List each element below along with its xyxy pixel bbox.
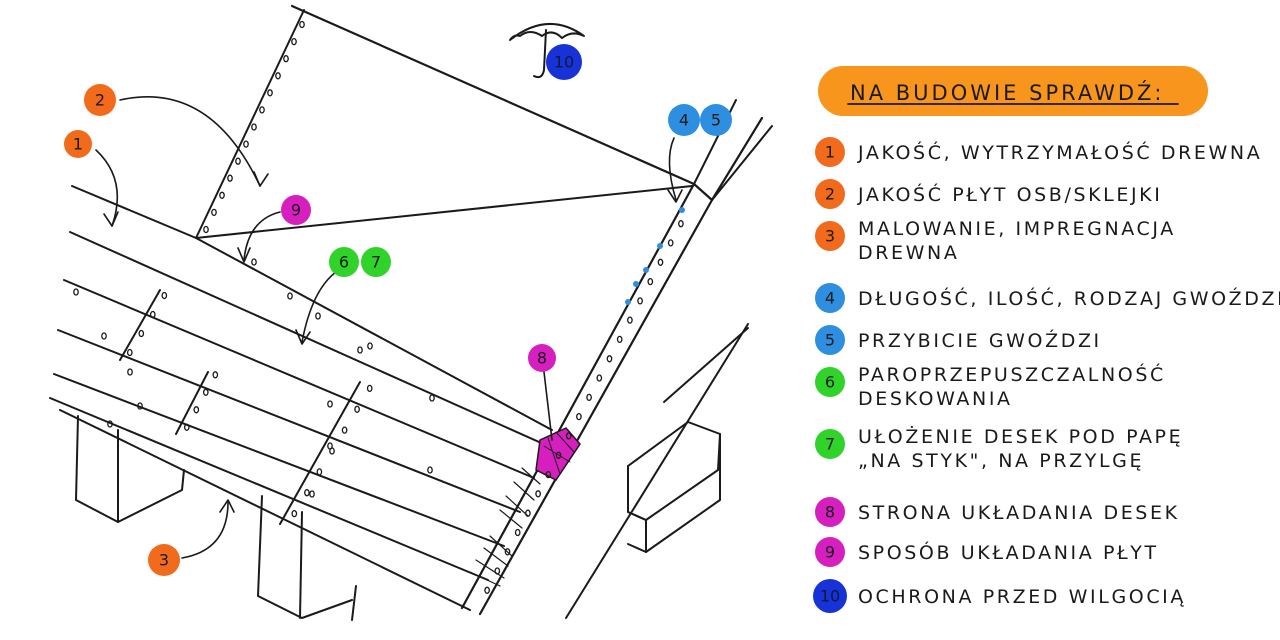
legend-item-8: 8 STRONA UKŁADANIA DESEK: [815, 497, 1180, 527]
board-end-grain: [469, 427, 581, 587]
legend-item-10: 10 OCHRONA PRZED WILGOCIĄ: [813, 579, 1186, 613]
legend-badge: [815, 429, 845, 459]
legend-text: STRONA UKŁADANIA DESEK: [858, 502, 1180, 524]
callout-6: 6: [329, 247, 359, 277]
callout-badge: [546, 44, 582, 80]
legend-text: DREWNA: [858, 242, 959, 264]
callout-2: 2: [84, 84, 116, 116]
legend-badge: [815, 497, 845, 527]
legend-number: 5: [825, 331, 835, 350]
legend-item-1: 1 JAKOŚĆ, WYTRZYMAŁOŚĆ DREWNA: [815, 137, 1262, 167]
callout-1: 1: [64, 130, 92, 158]
legend-number: 2: [825, 185, 835, 204]
legend-text: PRZYBICIE GWOŹDZI: [858, 329, 1102, 352]
rafter-ends: [75, 415, 357, 621]
legend-number: 10: [820, 587, 840, 606]
callout-badge: [84, 84, 116, 116]
legend-text: JAKOŚĆ PŁYT OSB/SKLEJKI: [857, 182, 1162, 206]
callout-number: 9: [291, 201, 301, 220]
callout-8: 8: [528, 344, 556, 372]
callout-badge: [64, 130, 92, 158]
callout-badge: [528, 344, 556, 372]
legend-badge: [815, 221, 845, 251]
callout-number: 4: [679, 111, 689, 130]
legend-list: 1 JAKOŚĆ, WYTRZYMAŁOŚĆ DREWNA 2 JAKOŚĆ PŁYT…: [813, 137, 1280, 613]
legend-badge: [815, 367, 845, 397]
roof-sketch: [49, 4, 773, 621]
callout-4: 4: [668, 104, 700, 136]
legend-badge: [815, 325, 845, 355]
roof-edge: [460, 116, 764, 610]
legend-text: OCHRONA PRZED WILGOCIĄ: [858, 586, 1186, 608]
legend-number: 4: [825, 289, 835, 308]
osb-panel: [290, 4, 696, 186]
callout-number: 2: [95, 91, 105, 110]
blue-nails: [625, 207, 685, 305]
legend-text: UŁOŻENIE DESEK POD PAPĘ: [858, 425, 1183, 448]
callout-badge: [700, 104, 732, 136]
legend-item-5: 5 PRZYBICIE GWOŹDZI: [815, 325, 1102, 355]
legend-number: 7: [825, 435, 835, 454]
legend-item-9: 9 SPOSÓB UKŁADANIA PŁYT: [815, 537, 1159, 567]
callout-3: 3: [148, 544, 180, 576]
diagram-callouts: 2 1 3 9 6 7 8 4: [64, 44, 732, 576]
legend-text: JAKOŚĆ, WYTRZYMAŁOŚĆ DREWNA: [857, 140, 1262, 164]
legend-text: PAROPRZEPUSZCZALNOŚĆ: [858, 362, 1166, 386]
legend-badge: [813, 579, 847, 613]
nail-marks: [73, 20, 684, 594]
legend-text: „NA STYK", NA PRZYLGĘ: [858, 450, 1144, 472]
callout-badge: [329, 247, 359, 277]
legend-badge: [815, 283, 845, 313]
legend-panel: NA BUDOWIE SPRAWDŹ: 1 JAKOŚĆ, WYTRZYMAŁOŚ…: [813, 66, 1280, 613]
callout-10: 10: [546, 44, 582, 80]
legend-text: DESKOWANIA: [858, 388, 1013, 410]
callout-number: 6: [339, 253, 349, 272]
callout-arrows: [95, 96, 683, 559]
callout-number: 10: [554, 53, 574, 72]
legend-title: NA BUDOWIE SPRAWDŹ:: [850, 80, 1164, 105]
callout-badge: [281, 195, 311, 225]
boards: [49, 185, 693, 611]
legend-badge: [815, 137, 845, 167]
callout-7: 7: [361, 247, 391, 277]
callout-number: 8: [537, 349, 547, 368]
legend-item-4: 4 DŁUGOŚĆ, ILOŚĆ, RODZAJ GWOŹDZI: [815, 283, 1280, 313]
legend-badge: [815, 179, 845, 209]
ridge-beams: [565, 323, 749, 619]
legend-item-7: 7 UŁOŻENIE DESEK POD PAPĘ„NA STYK", NA PR…: [815, 425, 1183, 472]
legend-number: 8: [825, 503, 835, 522]
callout-badge: [148, 544, 180, 576]
callout-badge: [361, 247, 391, 277]
callout-number: 5: [711, 111, 721, 130]
legend-text: MALOWANIE, IMPREGNACJA: [858, 218, 1176, 240]
callout-number: 1: [73, 135, 83, 154]
legend-number: 1: [825, 143, 835, 162]
callout-number: 7: [371, 253, 381, 272]
callout-badge: [668, 104, 700, 136]
legend-number: 9: [825, 543, 835, 562]
legend-text: DŁUGOŚĆ, ILOŚĆ, RODZAJ GWOŹDZI: [858, 286, 1280, 310]
umbrella-icon: [509, 23, 585, 79]
callout-5: 5: [700, 104, 732, 136]
legend-badge: [815, 537, 845, 567]
callout-9: 9: [281, 195, 311, 225]
legend-number: 3: [825, 227, 835, 246]
legend-item-2: 2 JAKOŚĆ PŁYT OSB/SKLEJKI: [815, 179, 1162, 209]
callout-number: 3: [159, 551, 169, 570]
legend-number: 6: [825, 373, 835, 392]
legend-text: SPOSÓB UKŁADANIA PŁYT: [858, 540, 1159, 564]
